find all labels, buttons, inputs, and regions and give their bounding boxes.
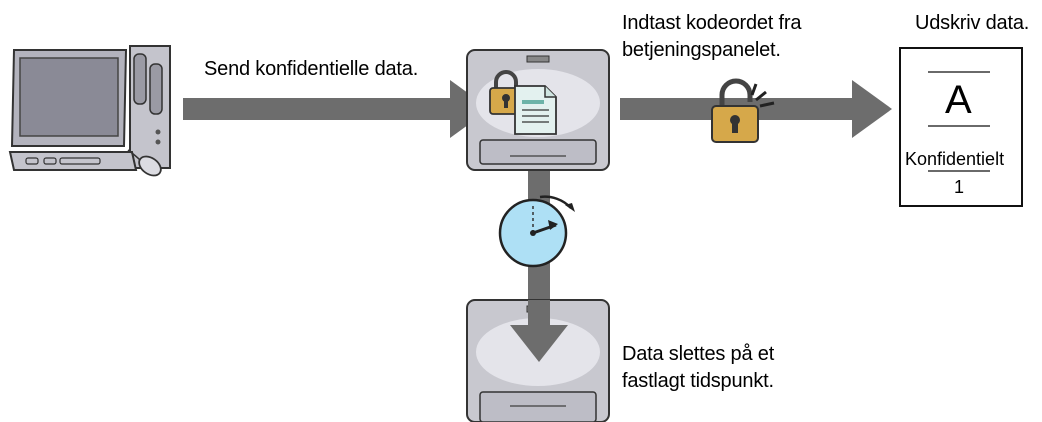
computer-icon: [8, 45, 171, 177]
printer-icon-bottom: [466, 299, 610, 422]
lock-open-icon: [711, 78, 775, 143]
send-label: Send konfidentielle data.: [204, 58, 419, 80]
print-label: Udskriv data.: [915, 12, 1030, 34]
enter-password-label-line2: betjeningspanelet.: [622, 39, 781, 61]
lock-closed-icon: [489, 70, 523, 115]
clock-icon: [498, 195, 575, 268]
document-icon: [514, 85, 557, 135]
printout-caption: Konfidentielt: [905, 149, 1005, 169]
printout-icon: [899, 47, 1023, 207]
deleted-label-line1: Data slettes på et: [622, 343, 775, 365]
printout-page-number: 1: [954, 177, 965, 197]
enter-password-label-line1: Indtast kodeordet fra: [622, 12, 802, 34]
arrow-send: [183, 80, 490, 138]
arrow-delete-head: [510, 300, 568, 362]
printout-letter: A: [945, 78, 972, 122]
deleted-label-line2: fastlagt tidspunkt.: [622, 370, 774, 392]
